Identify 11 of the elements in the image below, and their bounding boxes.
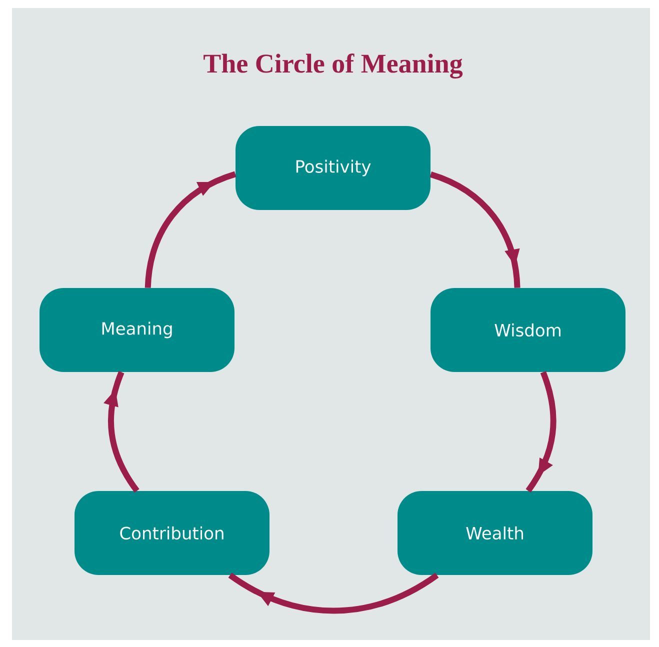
arrow: [430, 172, 520, 288]
arrow: [526, 371, 556, 492]
process-box: Meaning: [40, 288, 234, 372]
process-box: Contribution: [74, 491, 270, 575]
arrow: [228, 572, 439, 614]
process-box: Positivity: [236, 126, 430, 210]
arrow: [144, 171, 236, 288]
process-box: Wisdom: [430, 288, 626, 372]
title: The Circle of Meaning: [204, 54, 463, 78]
arrow: [104, 371, 140, 493]
process-box: Wealth: [398, 491, 592, 575]
